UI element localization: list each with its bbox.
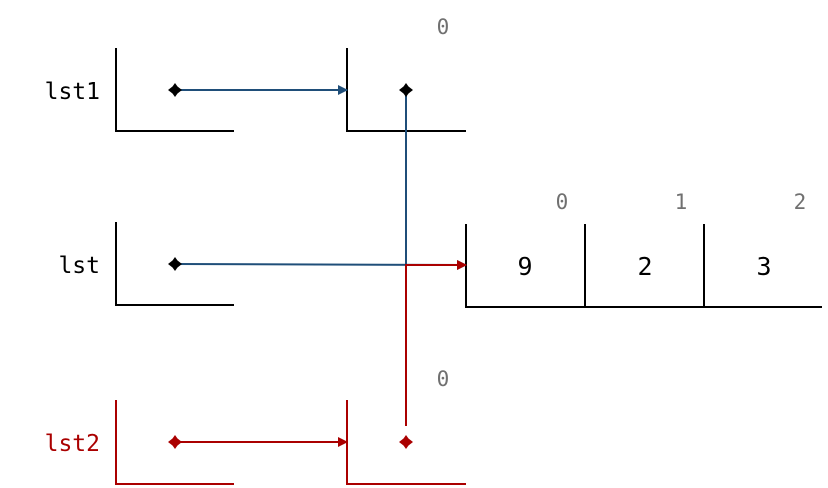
var-box-lst2 (115, 400, 234, 485)
list-index-0: 0 (556, 190, 569, 214)
list-index-1: 1 (675, 190, 688, 214)
list-value-2: 3 (756, 252, 771, 281)
arrow-single-bottom-to-list (405, 260, 467, 426)
single-box-bottom (346, 400, 466, 485)
var-label-lst1: lst1 (45, 79, 100, 105)
pointer-dot-single-bottom (399, 435, 413, 449)
list-value-1: 2 (637, 252, 652, 281)
single-box-top-index: 0 (437, 15, 450, 39)
single-box-top (346, 48, 466, 132)
pointer-dot-lst2 (168, 435, 182, 449)
list-box-frame (465, 224, 822, 308)
var-label-lst: lst (58, 253, 100, 279)
var-box-lst (115, 222, 234, 306)
list-value-0: 9 (517, 252, 532, 281)
pointer-dot-single-top (399, 83, 413, 97)
pointer-dot-lst (168, 257, 182, 271)
var-label-lst2: lst2 (45, 431, 100, 457)
pointer-dot-lst1 (168, 83, 182, 97)
var-box-lst1 (115, 48, 234, 132)
list-index-2: 2 (794, 190, 807, 214)
single-box-bottom-index: 0 (437, 367, 450, 391)
